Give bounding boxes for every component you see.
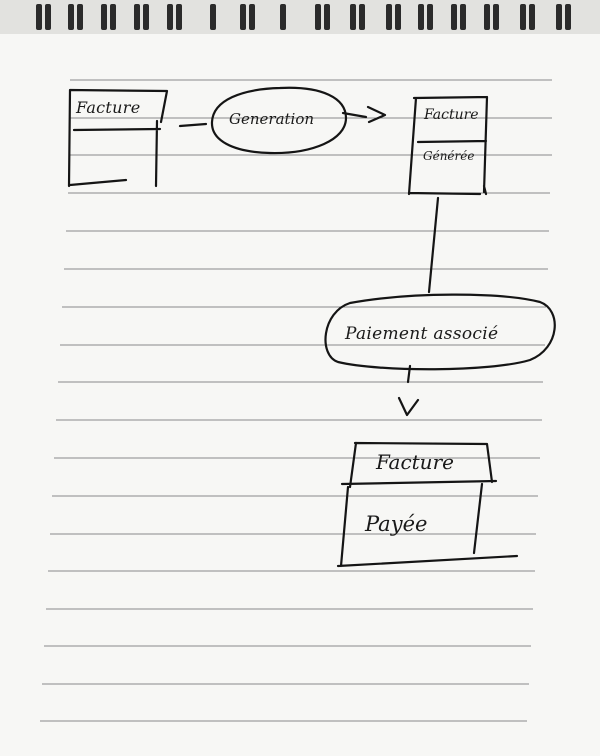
facture-generee-state: Générée bbox=[423, 149, 475, 163]
facture-payee-state: Payée bbox=[365, 512, 428, 536]
facture-initial-box bbox=[67, 88, 169, 188]
paiement-ellipse bbox=[324, 293, 556, 371]
facture-payee-box bbox=[336, 441, 519, 568]
arrow-to-facture-generee bbox=[341, 105, 387, 124]
ruled-lines bbox=[40, 79, 552, 722]
facture-generee-box bbox=[407, 95, 489, 196]
facture-payee-title: Facture bbox=[376, 450, 454, 474]
spiral-strip bbox=[0, 0, 600, 34]
spiral-binding bbox=[36, 4, 571, 30]
paiement-transition-label: Paiement associé bbox=[345, 324, 499, 344]
connector-line bbox=[178, 122, 208, 128]
generation-ellipse bbox=[210, 86, 348, 155]
facture-initial-title: Facture bbox=[76, 98, 141, 117]
arrow-to-facture-payee bbox=[397, 364, 420, 417]
connector-line bbox=[427, 196, 440, 294]
facture-generee-title: Facture bbox=[424, 107, 479, 123]
generation-transition-label: Generation bbox=[229, 110, 315, 128]
